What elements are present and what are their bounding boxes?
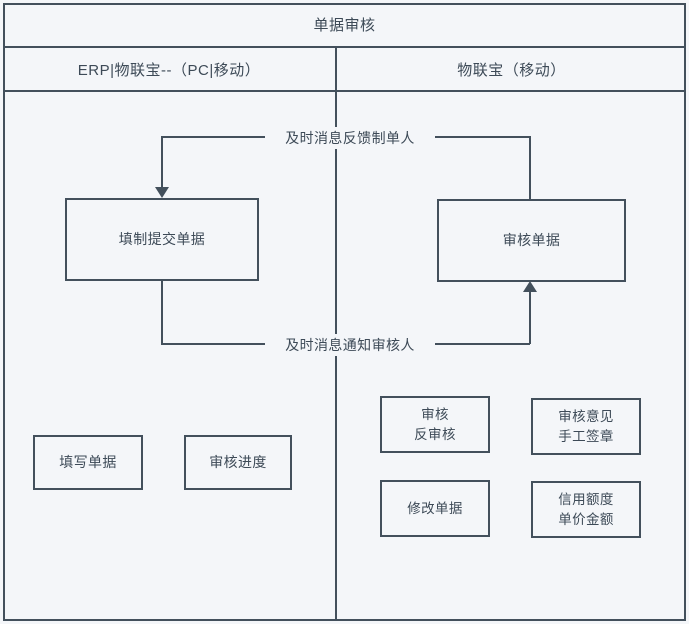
node-review-opinion-signature[interactable]: 审核意见 手工签章 — [531, 398, 641, 455]
arrow-feedback-into-fill-submit-doc — [155, 187, 169, 198]
node-fill-submit-doc-label: 填制提交单据 — [118, 231, 206, 248]
edge-notify-right-vertical — [529, 292, 531, 344]
edge-feedback-left-vertical — [161, 136, 163, 188]
edge-label-feedback-to-creator: 及时消息反馈制单人 — [265, 127, 435, 149]
lane-divider — [335, 92, 337, 621]
node-write-doc-label: 填写单据 — [59, 454, 117, 471]
edge-feedback-right-vertical — [529, 136, 531, 200]
node-review-unreview-label-line1: 审核 — [421, 406, 449, 422]
arrow-notify-into-review-doc — [523, 281, 537, 292]
node-credit-limit-price-label-line1: 信用额度 — [558, 491, 614, 507]
node-review-opinion-signature-label-line2: 手工签章 — [558, 428, 614, 444]
node-review-unreview-label-line2: 反审核 — [414, 426, 456, 442]
node-modify-doc[interactable]: 修改单据 — [380, 480, 490, 537]
node-review-progress-label: 审核进度 — [209, 454, 267, 471]
node-fill-submit-doc[interactable]: 填制提交单据 — [65, 198, 259, 281]
diagram-title: 单据审核 — [3, 3, 686, 48]
node-write-doc[interactable]: 填写单据 — [33, 435, 143, 490]
node-credit-limit-price[interactable]: 信用额度 单价金额 — [531, 481, 641, 538]
node-review-unreview[interactable]: 审核 反审核 — [380, 396, 490, 453]
lane-header-erp-iot-pc-mobile: ERP|物联宝--（PC|移动） — [3, 48, 337, 92]
node-review-doc[interactable]: 审核单据 — [437, 199, 626, 282]
lane-header-iot-mobile: 物联宝（移动） — [337, 48, 686, 92]
node-review-progress[interactable]: 审核进度 — [184, 435, 292, 490]
edge-label-notify-reviewer: 及时消息通知审核人 — [265, 334, 435, 356]
edge-notify-left-vertical — [161, 281, 163, 345]
node-credit-limit-price-label-line2: 单价金额 — [558, 511, 614, 527]
node-review-opinion-signature-label-line1: 审核意见 — [558, 408, 614, 424]
node-review-doc-label: 审核单据 — [502, 232, 561, 249]
node-modify-doc-label: 修改单据 — [407, 500, 463, 516]
